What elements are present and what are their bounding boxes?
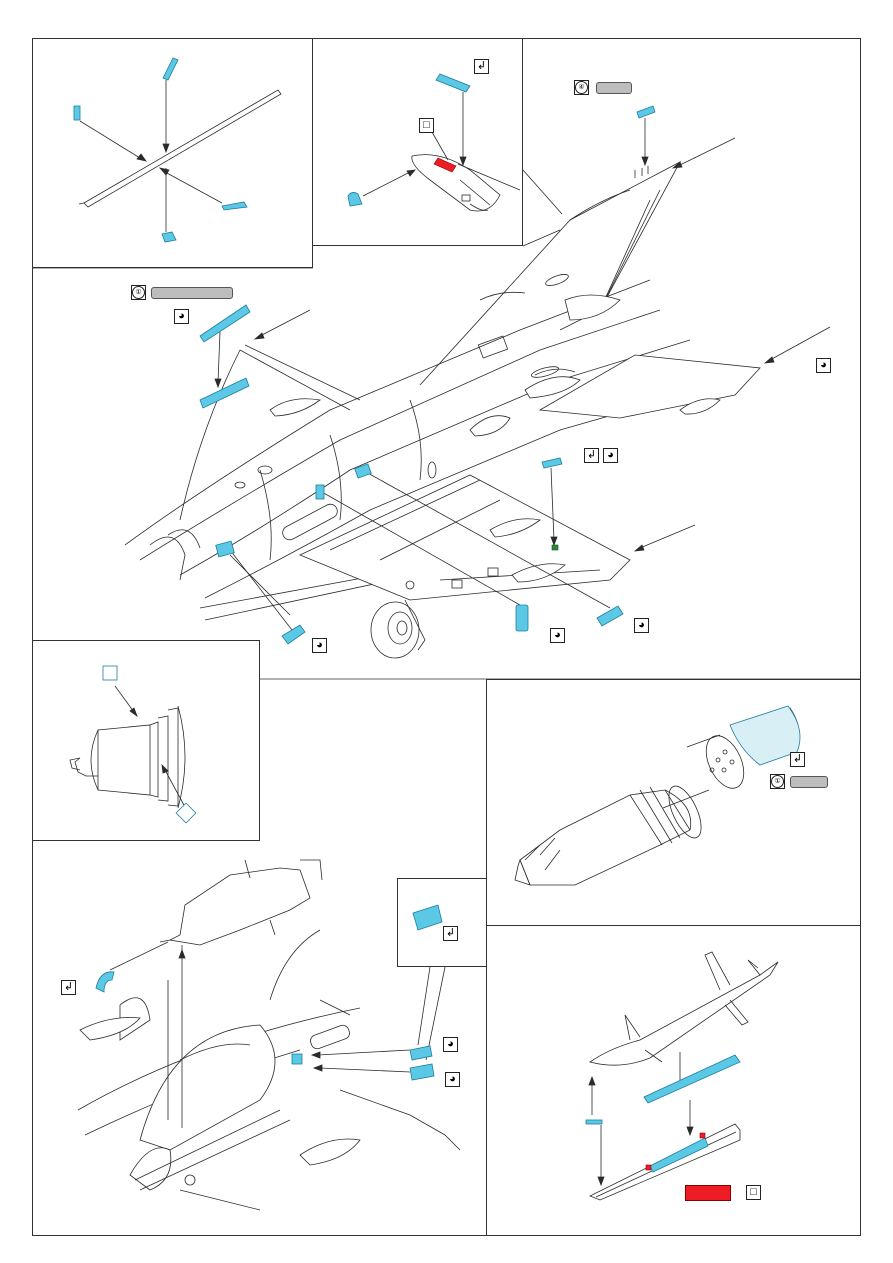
pe-part-nozzle-tab-top xyxy=(103,666,117,680)
part-number-badge-icon: ① xyxy=(131,285,146,300)
paint-red-swatch xyxy=(685,1185,731,1201)
pe-part-panel-mid xyxy=(316,485,324,499)
pe-part-tab-right xyxy=(222,202,247,210)
antenna-rod xyxy=(79,90,281,207)
remove-plastic-icon: ◕ xyxy=(443,1037,458,1052)
nose-cone xyxy=(412,155,520,211)
pe-part-pylon-strip xyxy=(644,1055,740,1103)
paint-icon: □ xyxy=(419,118,434,133)
remove-plastic-icon: ◕ xyxy=(445,1072,460,1087)
pe-part-cover-mid xyxy=(516,605,528,631)
pe-part-blade-top xyxy=(163,58,178,80)
paint-icon: □ xyxy=(746,1185,761,1200)
grey-label-left xyxy=(151,287,233,299)
pe-part-panel-right xyxy=(355,464,372,478)
drop-tank-and-cockpit xyxy=(78,860,460,1210)
remove-plastic-icon: ◕ xyxy=(174,309,189,324)
pe-part-small-rail xyxy=(586,1120,602,1124)
pe-part-tab-bottom xyxy=(162,232,176,242)
part-number-badge-icon: ① xyxy=(770,774,785,789)
pe-part-canopy-strip xyxy=(200,305,250,342)
pe-part-strip-top xyxy=(436,74,470,92)
paint-red-rail-mark-a xyxy=(646,1165,651,1170)
badge-text: ① xyxy=(132,286,145,299)
remove-plastic-icon: ◕ xyxy=(816,358,831,373)
pe-part-cowl-a xyxy=(410,1046,432,1060)
remove-plastic-icon: ◕ xyxy=(312,638,327,653)
remove-plastic-icon: ◕ xyxy=(550,628,565,643)
bend-arrow-icon: ↲ xyxy=(61,980,76,995)
pe-part-tab-left xyxy=(74,106,80,120)
remove-plastic-icon: ◕ xyxy=(603,448,618,463)
pe-part-panel-left xyxy=(216,541,235,557)
paint-red-rail-mark-b xyxy=(700,1133,705,1138)
pe-part-nozzle-tab-bottom xyxy=(176,803,196,823)
pe-part-cover-right xyxy=(597,606,623,626)
pe-part-cockpit-panel xyxy=(292,1054,302,1064)
badge-text: ① xyxy=(771,775,784,788)
bend-arrow-icon: ↲ xyxy=(474,59,489,74)
remove-plastic-icon: ◕ xyxy=(634,618,649,633)
pe-part-cowl-b xyxy=(410,1064,434,1080)
bend-arrow-icon: ↲ xyxy=(790,752,805,767)
part-number-badge-icon: ④ xyxy=(574,80,589,95)
pe-part-bracket-top xyxy=(542,458,562,468)
engine-nozzle xyxy=(70,706,185,808)
pe-part-canopy-hook xyxy=(96,972,114,992)
aircraft-fuselage xyxy=(125,150,760,658)
pe-part-bracket-inset xyxy=(413,905,442,930)
bend-arrow-icon: ↲ xyxy=(584,448,599,463)
grey-label-top xyxy=(596,82,632,94)
missile xyxy=(590,952,778,1065)
paint-red-spot-gear xyxy=(552,545,558,550)
grey-label-rocket xyxy=(790,776,828,788)
pe-part-nose-ring xyxy=(348,192,362,206)
bend-arrow-icon: ↲ xyxy=(443,926,458,941)
pe-part-cover-left xyxy=(282,625,305,644)
badge-text: ④ xyxy=(575,81,588,94)
pe-part-aerial-small xyxy=(637,106,655,118)
